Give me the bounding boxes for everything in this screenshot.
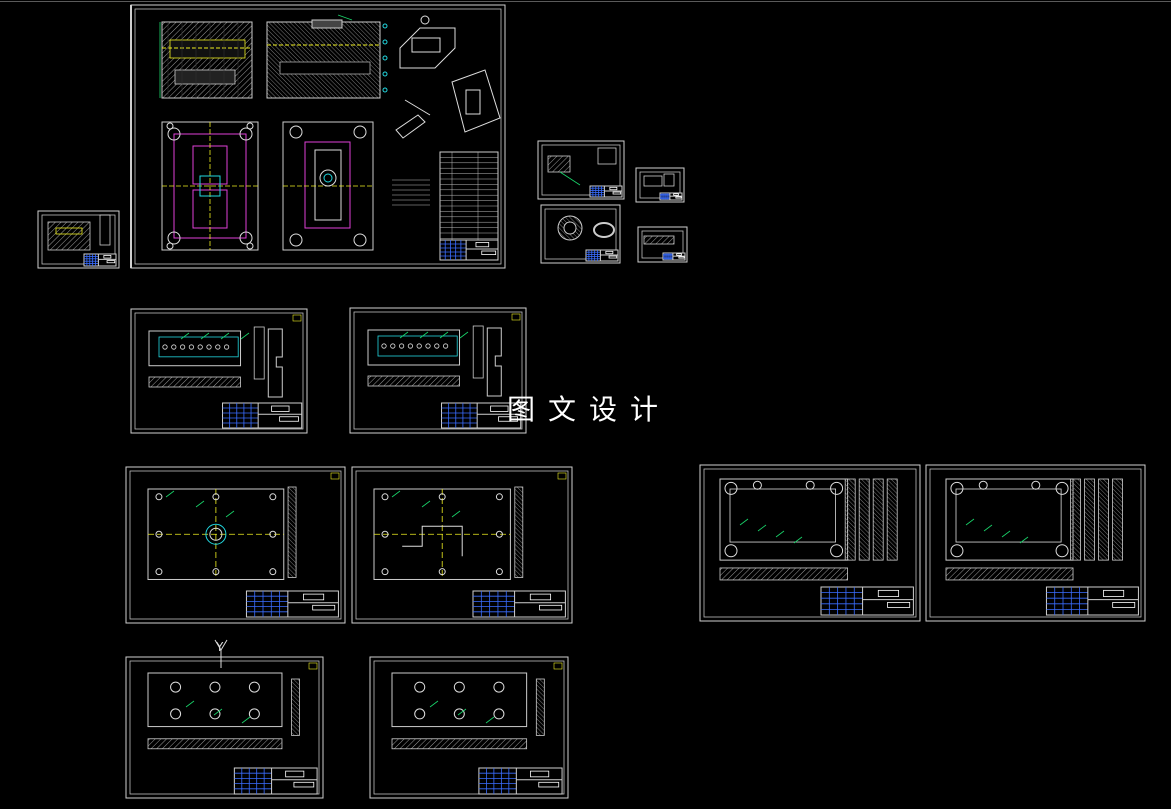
workspace-top-border xyxy=(0,1,1171,2)
axis-label: Y xyxy=(215,640,224,654)
watermark-text: 图文设计 xyxy=(507,393,672,426)
sheet-assembly[interactable] xyxy=(130,4,506,269)
sheet-template-3[interactable] xyxy=(699,464,921,622)
sheet-tiny-2[interactable] xyxy=(637,226,688,263)
sheet-small-left[interactable] xyxy=(37,210,120,269)
ucs-axis-icon: Y xyxy=(214,639,228,668)
sheet-tiny-1[interactable] xyxy=(635,167,685,203)
sheet-template-2[interactable] xyxy=(351,466,573,624)
sheet-template-1[interactable] xyxy=(125,466,346,624)
sheet-template-4[interactable] xyxy=(925,464,1146,622)
sheet-small-mid-1[interactable] xyxy=(537,140,625,200)
sheet-small-mid-2[interactable] xyxy=(540,204,621,264)
sheet-cavity-plate-1[interactable] xyxy=(130,308,308,434)
sheet-plate-1[interactable] xyxy=(125,656,324,799)
sheet-cavity-plate-2[interactable] xyxy=(349,307,527,434)
sheet-plate-2[interactable] xyxy=(369,656,569,799)
